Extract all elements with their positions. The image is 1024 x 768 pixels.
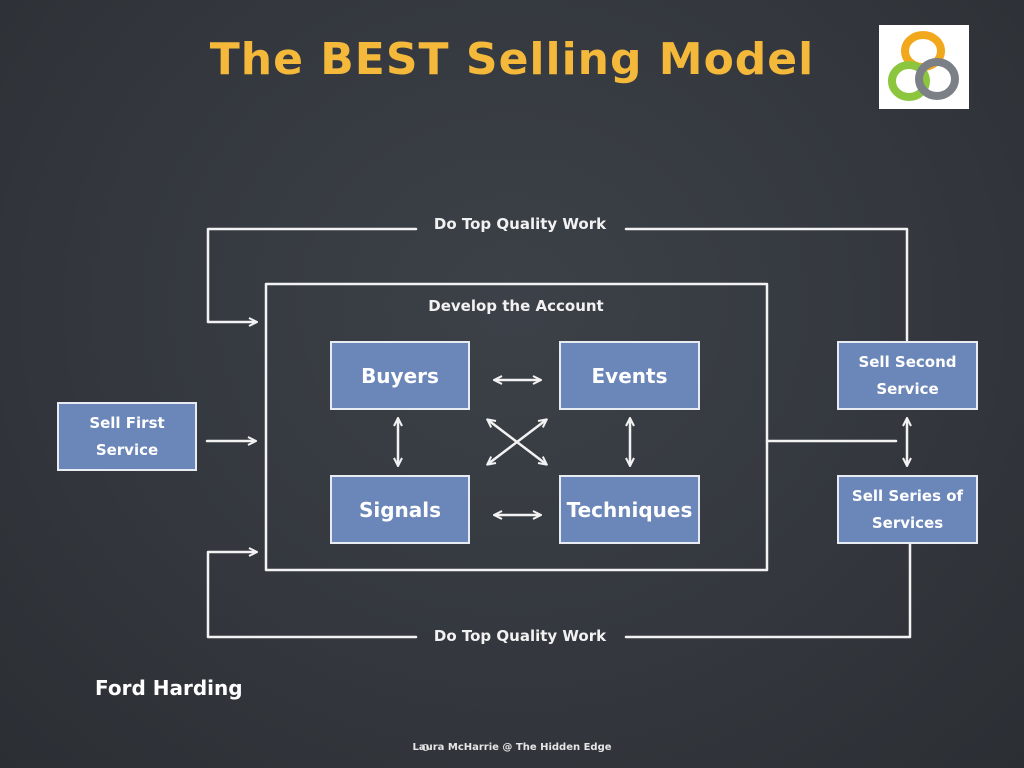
signals-box: Signals	[330, 475, 470, 544]
rings-logo-graphic	[888, 31, 959, 101]
author-name: Ford Harding	[95, 676, 243, 700]
loop-top-label: Do Top Quality Work	[433, 215, 607, 233]
slide-title: The BEST Selling Model	[209, 34, 815, 85]
sell-first-service-box: Sell First Service	[57, 402, 197, 471]
loop-bottom-label: Do Top Quality Work	[433, 627, 607, 645]
buyers-box: Buyers	[330, 341, 470, 410]
techniques-box: Techniques	[559, 475, 700, 544]
rings-logo-icon	[879, 25, 969, 109]
footer-credit: Laura McHarrie @ The Hidden Edge	[412, 742, 612, 753]
sell-series-services-box: Sell Series of Services	[837, 475, 978, 544]
sell-second-service-box: Sell Second Service	[837, 341, 978, 410]
circle-bullet-icon	[422, 744, 429, 751]
events-box: Events	[559, 341, 700, 410]
account-label: Develop the Account	[428, 297, 604, 315]
